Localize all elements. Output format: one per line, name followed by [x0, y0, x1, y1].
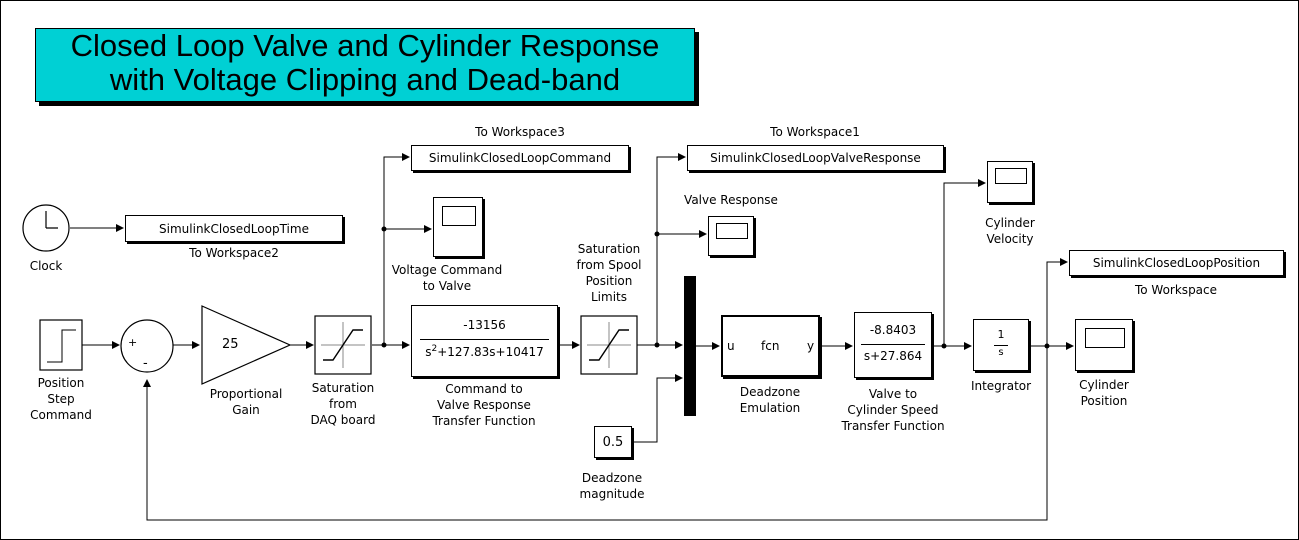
tf-valve-denominator: s2+127.83s+10417 — [425, 344, 544, 359]
saturation-spool-label: Saturation from Spool Position Limits — [576, 242, 642, 304]
to-workspace-label: To Workspace — [1134, 283, 1218, 297]
step-block[interactable] — [39, 319, 83, 371]
integrator-label: Integrator — [970, 379, 1032, 393]
scope-screen-icon — [442, 206, 476, 226]
deadzone-constant-value: 0.5 — [602, 434, 624, 450]
saturation-daq-block[interactable] — [314, 315, 372, 375]
to-workspace3-var: SimulinkClosedLoopCommand — [428, 151, 612, 165]
to-workspace3-block[interactable]: SimulinkClosedLoopCommand — [411, 145, 629, 171]
gain-label: Proportional Gain — [209, 387, 283, 417]
scope-velocity-block[interactable] — [987, 161, 1033, 203]
tf-cylinder-block[interactable]: -8.8403 s+27.864 — [854, 312, 932, 378]
to-workspace1-block[interactable]: SimulinkClosedLoopValveResponse — [687, 145, 944, 171]
saturation-spool-block[interactable] — [580, 315, 638, 375]
fcn-output-port: y — [807, 339, 815, 353]
deadzone-constant-block[interactable]: 0.5 — [594, 426, 632, 458]
scope-screen-icon — [995, 168, 1027, 184]
tf-cylinder-denominator: s+27.864 — [863, 349, 923, 363]
integrator-denominator: s — [998, 347, 1004, 358]
integrator-numerator: 1 — [997, 328, 1005, 341]
mux-block[interactable] — [684, 276, 696, 416]
deadzone-constant-label: Deadzone magnitude — [579, 471, 645, 501]
tf-valve-fraction-bar — [420, 339, 549, 340]
scope-voltage-block[interactable] — [433, 197, 483, 257]
to-workspace2-label: To Workspace2 — [189, 246, 279, 260]
sum-plus-sign: + — [128, 336, 138, 349]
gain-value: 25 — [222, 337, 239, 352]
wire-feedback — [143, 346, 1048, 521]
tf-valve-block[interactable]: -13156 s2+127.83s+10417 — [411, 305, 558, 377]
wire-branch-ws3 — [383, 153, 410, 345]
clock-block[interactable] — [22, 204, 70, 252]
saturation-icon — [323, 329, 363, 361]
tf-valve-numerator: -13156 — [463, 318, 506, 332]
tf-cylinder-fraction-bar — [861, 344, 925, 345]
title-line-1: Closed Loop Valve and Cylinder Response — [70, 28, 660, 63]
clock-label: Clock — [29, 259, 63, 273]
scope-valve-label: Valve Response — [684, 193, 778, 207]
scope-position-label: Cylinder Position — [1079, 378, 1129, 408]
scope-valve-block[interactable] — [708, 216, 754, 256]
sum-block[interactable] — [120, 319, 174, 373]
to-workspace3-label: To Workspace3 — [475, 125, 565, 139]
scope-velocity-label: Cylinder Velocity — [985, 216, 1035, 246]
scope-screen-icon — [716, 223, 748, 239]
scope-voltage-label: Voltage Command to Valve — [391, 263, 503, 293]
title-line-2: with Voltage Clipping and Dead-band — [109, 62, 621, 97]
scope-position-block[interactable] — [1075, 319, 1133, 371]
fcn-label: Deadzone Emulation — [739, 385, 801, 415]
fcn-block[interactable]: u fcn y — [721, 315, 820, 377]
integrator-block[interactable]: 1 s — [973, 319, 1029, 371]
model-title: Closed Loop Valve and Cylinder Response … — [35, 28, 695, 102]
wire-branch-velocity — [943, 179, 986, 346]
wire-branch-ws1 — [656, 153, 686, 345]
fcn-name: fcn — [761, 339, 780, 353]
saturation-icon — [589, 329, 629, 361]
gain-block[interactable] — [201, 305, 292, 385]
fcn-input-port: u — [727, 339, 735, 353]
wire-const-to-mux — [632, 374, 683, 443]
sum-minus-sign: - — [143, 356, 148, 371]
scope-screen-icon — [1085, 328, 1125, 348]
to-workspace-block[interactable]: SimulinkClosedLoopPosition — [1069, 250, 1284, 276]
tf-valve-label: Command to Valve Response Transfer Funct… — [432, 382, 536, 428]
step-icon — [47, 329, 76, 363]
saturation-daq-label: Saturation from DAQ board — [310, 381, 376, 427]
to-workspace-var: SimulinkClosedLoopPosition — [1092, 256, 1261, 270]
wire-branch-ws — [1046, 258, 1068, 346]
step-label: Position Step Command — [30, 376, 92, 422]
clock-icon — [45, 211, 58, 229]
integrator-fraction-bar — [994, 345, 1008, 346]
to-workspace2-var: SimulinkClosedLoopTime — [159, 221, 309, 236]
tf-cylinder-label: Valve to Cylinder Speed Transfer Functio… — [841, 387, 945, 433]
tf-cylinder-numerator: -8.8403 — [869, 323, 917, 337]
to-workspace1-var: SimulinkClosedLoopValveResponse — [710, 151, 921, 165]
to-workspace2-block[interactable]: SimulinkClosedLoopTime — [125, 215, 343, 242]
to-workspace1-label: To Workspace1 — [770, 125, 860, 139]
